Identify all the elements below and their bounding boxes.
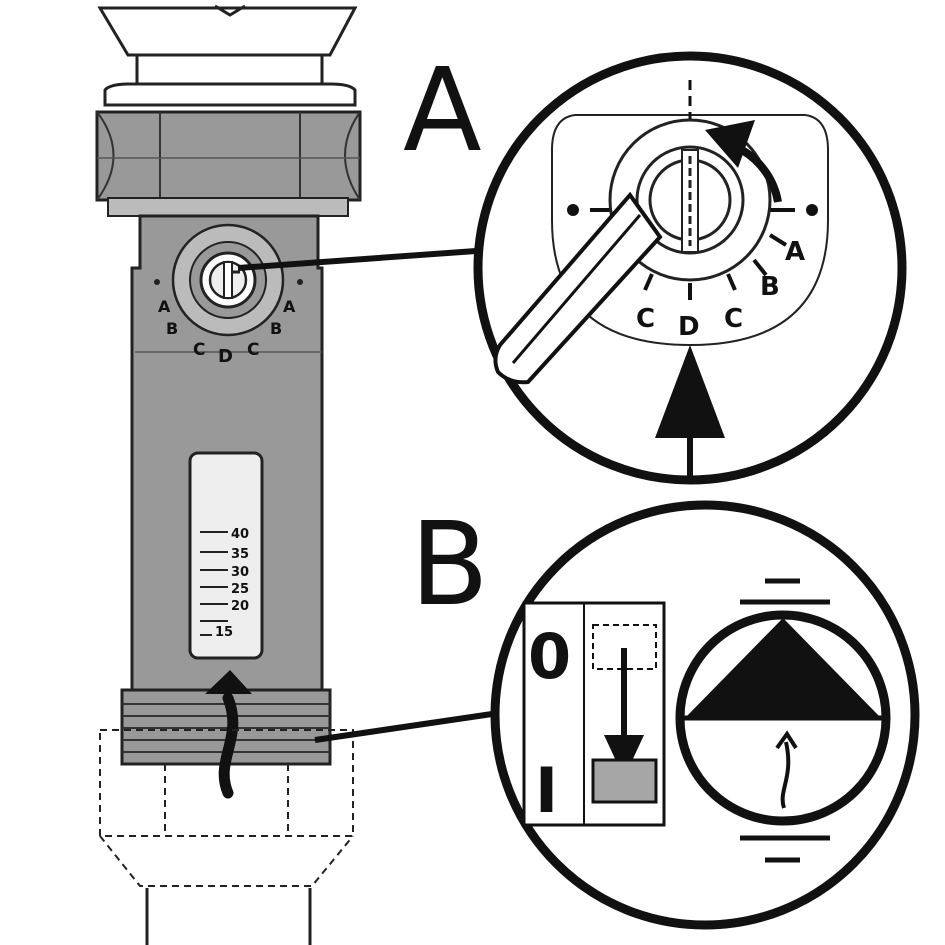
switch-move-arrow-icon [604,735,644,778]
body-dial-dot-right [297,279,303,285]
body-dial-dot-left [154,279,160,285]
flow-scale: 40 35 30 25 20 15 [200,527,249,640]
pump-flow-arrow-head [775,730,798,750]
detail-a-label-left-c: C [636,304,655,334]
detail-a-ticks [643,233,788,300]
rotation-arrow-icon [739,146,782,203]
detail-a-label-right-c: C [724,304,743,334]
screwdriver-ridge [511,214,642,364]
callout-line-a [237,247,491,271]
body-dial-label-right-a: A [283,297,296,316]
mating-fitting-dashed [99,729,354,887]
upper-fitting [97,6,358,57]
callout-label-a: A [403,44,482,178]
detail-a-dot-left [567,204,579,216]
body-dial-label-left-c: C [193,340,205,360]
body-dial-label-right-c: C [247,340,259,360]
body-dial-label-left-a: A [158,297,171,316]
body-dial-label-right-b: B [270,319,282,338]
flow-tick-40: 40 [231,527,249,542]
detail-a-slot [681,149,699,253]
flow-tick-15: 15 [215,625,233,640]
hex-nut-face-lines [96,111,361,201]
body-dial-label-left-b: B [166,319,178,338]
valve-assembly: A B C D C B A 40 35 30 25 20 15 [95,4,362,945]
lower-pipe [145,888,312,945]
hex-nut-base [107,197,349,217]
fitting-collar [103,82,357,107]
rotation-arrow-head [705,120,755,168]
body-dial-slot [223,261,233,299]
flow-tick-20: 20 [231,599,249,614]
flow-tick-25: 25 [231,582,249,597]
switch-on-position [591,758,658,804]
fitting-neck [135,53,324,87]
detail-a-label-a: A [785,237,805,267]
flow-arrow-head [205,670,252,694]
flow-direction-arrow-icon [218,692,239,799]
flow-tick-30: 30 [231,565,249,580]
on-symbol: I [535,754,558,827]
hex-nut [95,110,362,202]
flow-window [188,451,264,660]
body-dial-label-d: D [218,346,233,367]
detail-a-magnifier: A B C D C [473,51,907,485]
callout-line-b [314,711,493,743]
pump-flow-arrow-icon [780,741,791,809]
pump-triangle [685,618,881,718]
detail-a-label-b: B [760,272,780,302]
fitting-notch-mark [214,4,246,17]
off-symbol: 0 [528,620,571,693]
flow-tick-35: 35 [231,547,249,562]
detail-b-magnifier: 0 I [490,500,920,930]
detail-a-dot-right [806,204,818,216]
setpoint-arrow-icon [655,345,725,438]
callout-label-b: B [410,498,489,632]
detail-a-label-d: D [678,312,700,342]
